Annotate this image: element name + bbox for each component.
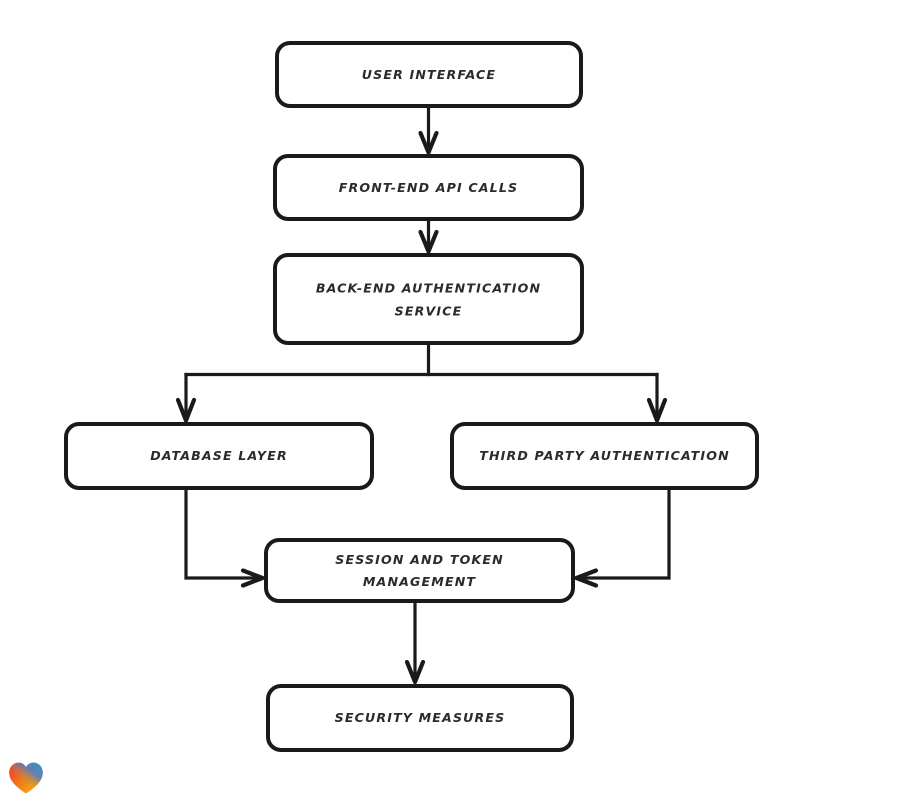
node-session-and-token-management-label-line2: MANAGEMENT <box>363 574 477 589</box>
node-front-end-api-calls-label: FRONT-END API CALLS <box>339 180 519 195</box>
node-third-party-authentication[interactable]: THIRD PARTY AUTHENTICATION <box>450 422 759 490</box>
node-session-and-token-management[interactable]: SESSION AND TOKEN MANAGEMENT <box>264 538 575 603</box>
heart-icon-overlay <box>9 762 43 794</box>
node-security-measures-shape[interactable] <box>266 684 574 752</box>
edge-backend-to-thirdparty <box>646 372 668 423</box>
node-user-interface-shape[interactable] <box>275 41 583 108</box>
node-security-measures[interactable]: SECURITY MEASURES <box>266 684 574 752</box>
node-security-measures-label: SECURITY MEASURES <box>335 710 506 725</box>
node-back-end-authentication-service-shape[interactable] <box>273 253 584 345</box>
node-third-party-authentication-shape[interactable] <box>450 422 759 490</box>
node-back-end-authentication-service-label-line1: BACK-END AUTHENTICATION <box>316 281 541 296</box>
node-database-layer-shape[interactable] <box>64 422 374 490</box>
node-front-end-api-calls-shape[interactable] <box>273 154 584 221</box>
edge-database-to-session <box>184 486 265 588</box>
edge-session-to-security <box>404 599 426 685</box>
node-session-and-token-management-label-line1: SESSION AND TOKEN <box>335 552 504 567</box>
edge-backend-to-database <box>175 372 197 423</box>
node-user-interface-label: USER INTERFACE <box>362 67 496 82</box>
edge-ui-to-frontend <box>418 104 439 155</box>
edge-thirdparty-to-session <box>574 486 671 588</box>
node-third-party-authentication-label: THIRD PARTY AUTHENTICATION <box>479 448 730 463</box>
node-front-end-api-calls[interactable]: FRONT-END API CALLS <box>273 154 584 221</box>
node-back-end-authentication-service-label-line2: SERVICE <box>395 304 463 319</box>
heart-icon <box>9 762 43 794</box>
node-database-layer-label: DATABASE LAYER <box>150 448 288 463</box>
node-back-end-authentication-service[interactable]: BACK-END AUTHENTICATION SERVICE <box>273 253 584 345</box>
node-database-layer[interactable]: DATABASE LAYER <box>64 422 374 490</box>
node-session-and-token-management-shape[interactable] <box>264 538 575 603</box>
edge-frontend-to-backend <box>418 217 439 254</box>
edge-backend-branch-bus <box>184 341 659 377</box>
node-user-interface[interactable]: USER INTERFACE <box>275 41 583 108</box>
